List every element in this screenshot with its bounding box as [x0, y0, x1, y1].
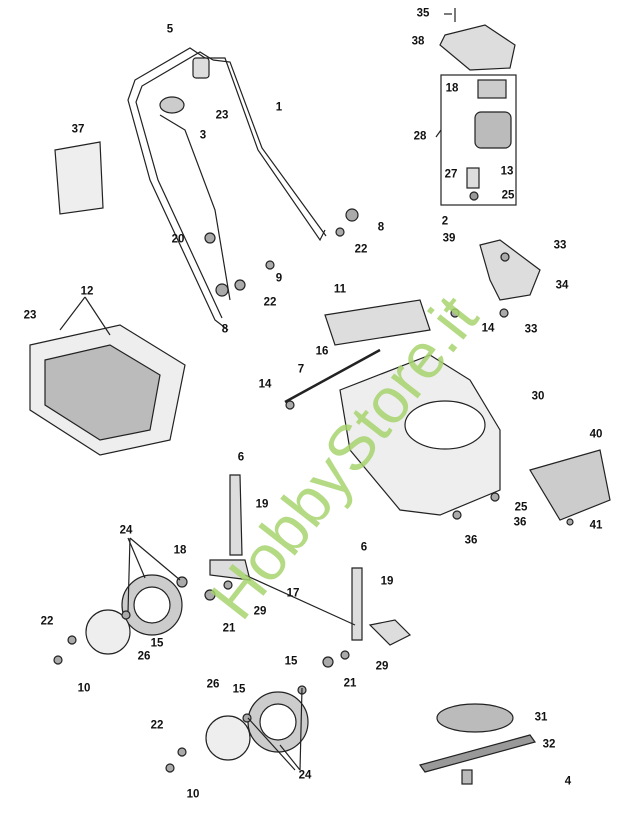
part-number-label: 28 [413, 130, 427, 143]
part-number-label: 16 [315, 345, 329, 358]
deflector-part [479, 239, 541, 301]
part-number-label: 36 [464, 534, 478, 547]
part-number-label: 41 [589, 519, 603, 532]
part-number-label: 5 [166, 23, 174, 36]
part-number-label: 15 [232, 683, 246, 696]
part-number-label: 13 [500, 165, 514, 178]
deck-part [339, 354, 501, 516]
part-number-label: 1 [275, 101, 283, 114]
wheel-rear [205, 691, 309, 761]
part-number-label: 36 [513, 516, 527, 529]
part-number-label: 24 [119, 524, 133, 537]
height-adjuster-right [351, 567, 412, 646]
part-number-label: 6 [237, 451, 245, 464]
part-number-label: 32 [542, 738, 556, 751]
part-number-label: 14 [481, 322, 495, 335]
part-number-label: 40 [589, 428, 603, 441]
plate-part [324, 299, 431, 346]
part-number-label: 30 [531, 390, 545, 403]
blade-bolt [461, 769, 473, 785]
label-sheet-part [54, 141, 104, 215]
part-number-label: 31 [534, 711, 548, 724]
part-number-label: 9 [275, 272, 283, 285]
part-number-label: 10 [186, 788, 200, 801]
part-number-label: 22 [354, 243, 368, 256]
axle-part [284, 348, 381, 404]
part-number-label: 19 [255, 498, 269, 511]
part-number-label: 22 [40, 615, 54, 628]
blade-part [419, 734, 536, 773]
part-number-label: 26 [206, 678, 220, 691]
handle-part [127, 47, 327, 331]
part-number-label: 22 [263, 296, 277, 309]
part-number-label: 25 [501, 189, 515, 202]
part-number-label: 11 [333, 283, 347, 296]
part-number-label: 8 [377, 221, 385, 234]
part-number-label: 2 [441, 215, 449, 228]
flap-part [529, 449, 611, 521]
part-number-label: 21 [222, 622, 236, 635]
motor-cover-part [439, 24, 516, 71]
part-number-label: 4 [564, 775, 572, 788]
part-number-label: 18 [173, 544, 187, 557]
part-number-label: 17 [286, 587, 300, 600]
hardware-parts [53, 208, 574, 773]
part-number-label: 39 [442, 232, 456, 245]
part-number-label: 22 [150, 719, 164, 732]
part-number-label: 14 [258, 378, 272, 391]
part-number-label: 21 [343, 677, 357, 690]
part-number-label: 25 [514, 501, 528, 514]
part-number-label: 15 [284, 655, 298, 668]
part-number-label: 12 [80, 285, 94, 298]
part-number-label: 20 [171, 233, 185, 246]
part-number-label: 33 [553, 239, 567, 252]
leader-lines [59, 129, 442, 771]
part-number-label: 29 [253, 605, 267, 618]
part-number-label: 6 [360, 541, 368, 554]
part-number-label: 23 [215, 109, 229, 122]
part-number-label: 35 [416, 7, 430, 20]
part-number-label: 29 [375, 660, 389, 673]
part-number-label: 33 [524, 323, 538, 336]
part-number-label: 26 [137, 650, 151, 663]
part-number-label: 23 [23, 309, 37, 322]
part-number-label: 34 [555, 279, 569, 292]
height-adjuster-left [209, 474, 251, 581]
part-number-label: 8 [221, 323, 229, 336]
grass-bag-part [29, 324, 186, 456]
part-number-label: 15 [150, 637, 164, 650]
part-number-label: 37 [71, 123, 85, 136]
fan-part [436, 703, 514, 733]
part-number-label: 24 [298, 769, 312, 782]
motor-assembly-box [440, 74, 517, 206]
part-number-label: 7 [297, 363, 305, 376]
part-number-label: 10 [77, 682, 91, 695]
part-number-label: 38 [411, 35, 425, 48]
part-number-label: 3 [199, 129, 207, 142]
part-number-label: 18 [445, 82, 459, 95]
motor-part [466, 79, 512, 201]
wheel-front [85, 574, 183, 655]
part-number-label: 19 [380, 575, 394, 588]
part-number-label: 27 [444, 168, 458, 181]
